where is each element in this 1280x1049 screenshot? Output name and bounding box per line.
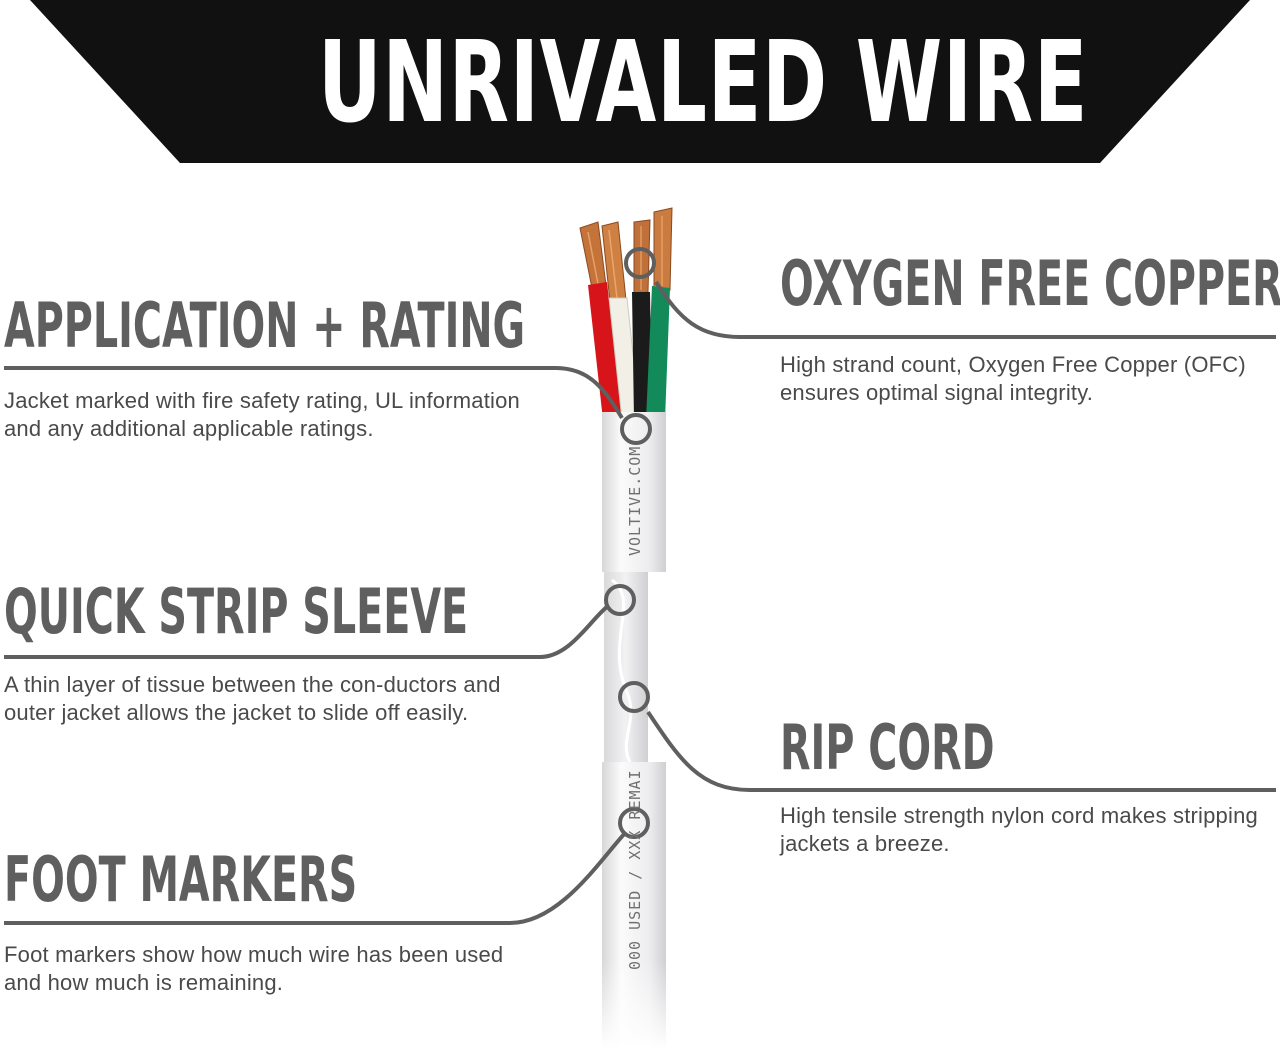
jacket-brand-marking: VOLTIVE.COM	[626, 445, 644, 556]
desc-rip-cord: High tensile strength nylon cord makes s…	[780, 803, 1258, 856]
desc-foot-markers: Foot markers show how much wire has been…	[4, 942, 504, 995]
leader-oxygen-free-copper	[654, 280, 1276, 339]
leader-rip-cord	[646, 710, 1276, 792]
desc-quick-strip-sleeve: A thin layer of tissue between the con-d…	[4, 672, 501, 725]
page-title: UNRIVALED WIRE	[318, 18, 1089, 148]
ring-sleeve	[604, 584, 636, 616]
cable-gap	[648, 572, 666, 762]
jacket-foot-marker: 000 USED / XXX REMAI	[626, 769, 644, 970]
outer-jacket-upper	[602, 412, 666, 572]
callout-rings	[604, 247, 656, 839]
heading-application-rating: APPLICATION + RATING	[4, 289, 526, 362]
heading-rip-cord: RIP CORD	[780, 711, 995, 784]
leader-lines	[4, 280, 1276, 925]
ring-rip-cord	[618, 681, 650, 713]
heading-quick-strip-sleeve: QUICK STRIP SLEEVE	[4, 575, 469, 648]
conductors	[588, 282, 670, 421]
leader-foot-markers	[4, 830, 628, 925]
heading-oxygen-free-copper: OXYGEN FREE COPPER	[780, 247, 1280, 320]
title-banner	[30, 0, 1250, 163]
ring-foot-markers	[618, 807, 650, 839]
leader-quick-strip-sleeve	[4, 604, 610, 659]
heading-foot-markers: FOOT MARKERS	[4, 843, 358, 916]
leader-application-rating	[4, 366, 624, 420]
rip-cord-fiber	[611, 578, 633, 763]
desc-application-rating: Jacket marked with fire safety rating, U…	[4, 388, 520, 441]
ring-rating	[620, 413, 652, 445]
cable-fade	[596, 960, 676, 1049]
ring-copper	[624, 247, 656, 279]
desc-oxygen-free-copper: High strand count, Oxygen Free Copper (O…	[780, 352, 1246, 405]
